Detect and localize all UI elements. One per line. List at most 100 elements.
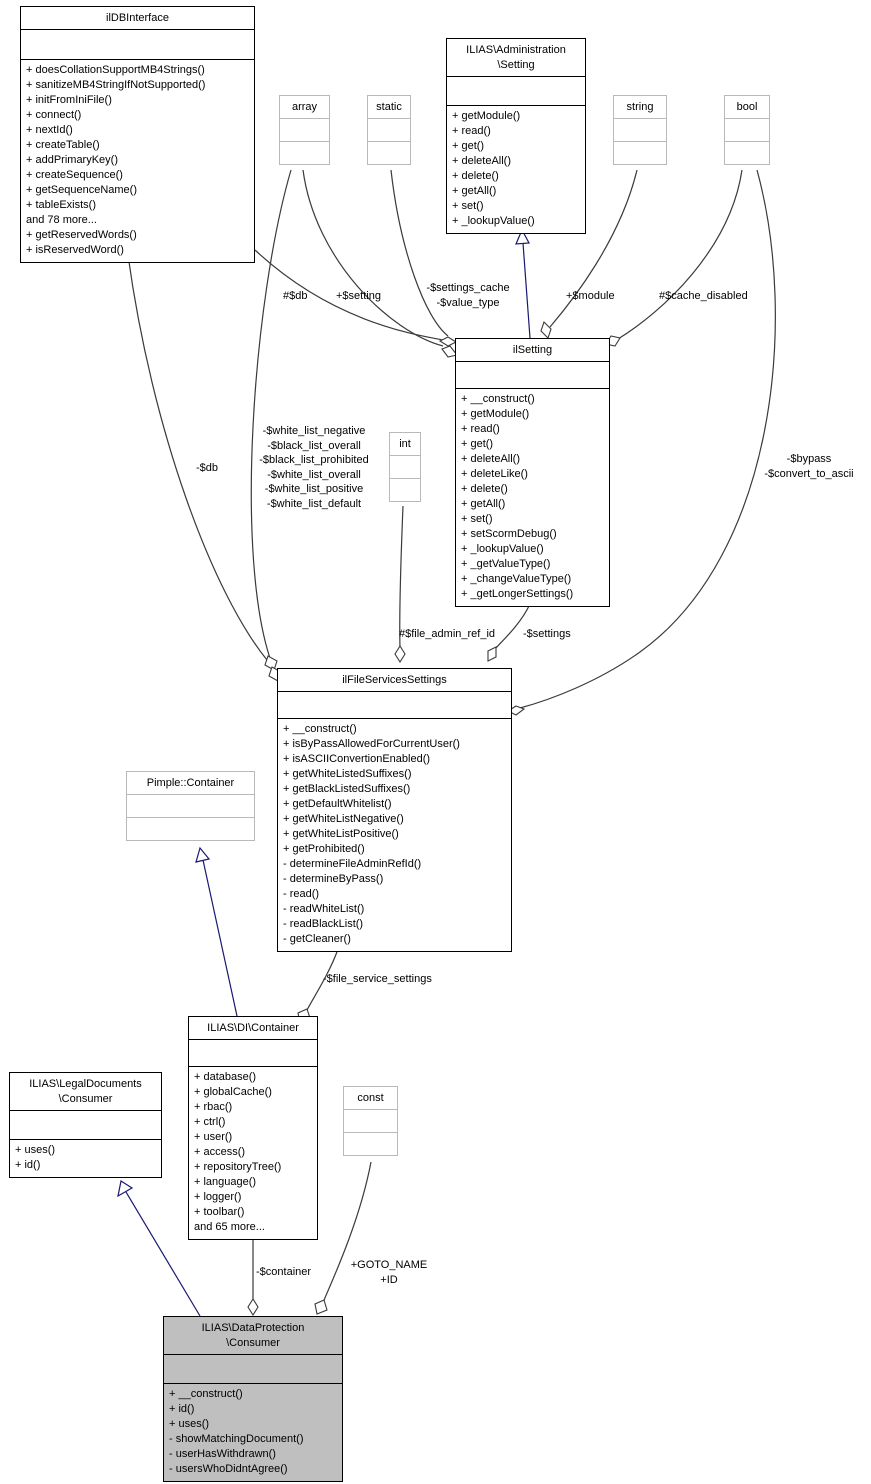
- method-row: - userHasWithdrawn(): [169, 1448, 276, 1460]
- method-row: + get(): [461, 438, 494, 450]
- aggregation-diamond: [540, 320, 552, 340]
- class-title: ilSetting: [456, 339, 609, 362]
- edge-label-line: -$white_list_negative: [262, 425, 366, 437]
- class-title: ilDBInterface: [21, 7, 254, 30]
- edge-label-line: -$black_list_prohibited: [259, 454, 369, 466]
- methods-compartment: [344, 1133, 397, 1155]
- attributes-compartment: [189, 1040, 317, 1067]
- method-row: + getModule(): [452, 110, 521, 122]
- edge-label-cache-disabled: #$cache_disabled: [659, 290, 748, 302]
- method-row: + logger(): [194, 1191, 242, 1203]
- class-title: string: [614, 96, 666, 119]
- class-int: int: [389, 432, 421, 502]
- edge-label-db: #$db: [283, 290, 308, 302]
- method-row: + getSequenceName(): [26, 184, 137, 196]
- method-row: + _changeValueType(): [461, 573, 572, 585]
- attributes-compartment: [614, 119, 666, 142]
- method-row: + getAll(): [452, 185, 497, 197]
- class-title: int: [390, 433, 420, 456]
- edge-label-line: -$settings_cache: [426, 282, 510, 294]
- aggregation-diamond: [314, 1299, 328, 1315]
- method-row: + uses(): [15, 1144, 56, 1156]
- class-ildbinterface[interactable]: ilDBInterface + doesCollationSupportMB4S…: [20, 6, 255, 263]
- class-ilfileservicessettings[interactable]: ilFileServicesSettings + __construct()+ …: [277, 668, 512, 952]
- method-row: + uses(): [169, 1418, 210, 1430]
- class-ilias-di-container[interactable]: ILIAS\DI\Container + database() + globalC…: [188, 1016, 318, 1240]
- edge-label-settings: -$settings: [523, 628, 571, 640]
- methods-compartment: + __construct()+ getModule()+ read()+ ge…: [456, 389, 609, 606]
- method-row: + set(): [461, 513, 493, 525]
- class-ilias-administration-setting[interactable]: ILIAS\Administration \Setting + getModul…: [446, 38, 586, 234]
- edge-array-to-filesettings: [250, 169, 292, 665]
- attributes-compartment: [390, 456, 420, 479]
- method-row: + connect(): [26, 109, 82, 121]
- class-ilias-legaldocuments-consumer[interactable]: ILIAS\LegalDocuments \Consumer + uses()+…: [9, 1072, 162, 1178]
- method-row: + rbac(): [194, 1101, 233, 1113]
- class-title: array: [280, 96, 329, 119]
- edge-label-line: +ID: [380, 1273, 398, 1286]
- method-row: + isASCIIConvertionEnabled(): [283, 753, 431, 765]
- method-row: + getDefaultWhitelist(): [283, 798, 392, 810]
- edge-label-bypass: -$bypass-$convert_to_ascii: [750, 452, 868, 481]
- class-title: ILIAS\Administration \Setting: [447, 39, 585, 77]
- method-row: - getCleaner(): [283, 933, 351, 945]
- edge-label-module: +$module: [566, 290, 615, 302]
- inheritance-arrowhead: [195, 846, 211, 863]
- edge-label-white-lists: -$white_list_negative -$black_list_overal…: [246, 424, 382, 511]
- method-row: + id(): [169, 1403, 195, 1415]
- attributes-compartment: [368, 119, 410, 142]
- method-row: + getWhiteListNegative(): [283, 813, 404, 825]
- methods-compartment: [390, 479, 420, 501]
- method-row: + deleteAll(): [452, 155, 512, 167]
- inheritance-edge-dicontainer-to-pimple: [202, 859, 238, 1017]
- methods-compartment: + __construct()+ isByPassAllowedForCurre…: [278, 719, 511, 951]
- class-ilsetting[interactable]: ilSetting + __construct()+ getModule()+ …: [455, 338, 610, 607]
- edge-label-line: -$white_list_default: [266, 497, 362, 510]
- method-row: - read(): [283, 888, 320, 900]
- attributes-compartment: [21, 30, 254, 60]
- method-row: and 65 more...: [194, 1221, 265, 1233]
- method-row: - showMatchingDocument(): [169, 1433, 304, 1445]
- method-row: + getProhibited(): [283, 843, 365, 855]
- method-row: + deleteLike(): [461, 468, 528, 480]
- method-row: + access(): [194, 1146, 246, 1158]
- method-row: + isReservedWord(): [26, 244, 124, 256]
- edge-label-line: -$black_list_overall: [267, 439, 361, 452]
- edge-label-settings-cache: -$settings_cache-$value_type: [418, 281, 518, 310]
- method-row: + delete(): [461, 483, 508, 495]
- attributes-compartment: [10, 1111, 161, 1140]
- edge-array-to-ilsetting: [302, 169, 444, 347]
- class-pimple-container: Pimple::Container: [126, 771, 255, 841]
- method-row: + set(): [452, 200, 484, 212]
- method-row: - readBlackList(): [283, 918, 364, 930]
- method-row: + createTable(): [26, 139, 100, 151]
- class-string: string: [613, 95, 667, 165]
- method-row: + getAll(): [461, 498, 506, 510]
- method-row: + addPrimaryKey(): [26, 154, 119, 166]
- method-row: + globalCache(): [194, 1086, 272, 1098]
- edge-label-goto-name: +GOTO_NAME+ID: [341, 1258, 437, 1287]
- aggregation-diamond: [394, 644, 406, 664]
- method-row: - determineByPass(): [283, 873, 384, 885]
- method-row: - usersWhoDidntAgree(): [169, 1463, 288, 1475]
- edge-static-to-ilsetting: [390, 169, 449, 337]
- class-title: static: [368, 96, 410, 119]
- inheritance-arrowhead: [117, 1180, 134, 1198]
- method-row: + isByPassAllowedForCurrentUser(): [283, 738, 460, 750]
- edge-label-line: -$white_list_positive: [264, 483, 364, 495]
- methods-compartment: [127, 818, 254, 840]
- methods-compartment: [368, 142, 410, 164]
- class-title: ILIAS\DI\Container: [189, 1017, 317, 1040]
- aggregation-diamond: [438, 336, 458, 347]
- attributes-compartment: [725, 119, 769, 142]
- class-title: ILIAS\DataProtection \Consumer: [164, 1317, 342, 1355]
- class-ilias-dataprotection-consumer: ILIAS\DataProtection \Consumer + __const…: [163, 1316, 343, 1482]
- method-row: + _lookupValue(): [452, 215, 535, 227]
- class-title: Pimple::Container: [127, 772, 254, 795]
- attributes-compartment: [164, 1355, 342, 1384]
- method-row: + database(): [194, 1071, 257, 1083]
- edge-label-container: -$container: [256, 1266, 312, 1278]
- edge-label-file-admin-ref-id: #$file_admin_ref_id: [399, 628, 496, 640]
- methods-compartment: + getModule()+ read()+ get()+ deleteAll(…: [447, 106, 585, 233]
